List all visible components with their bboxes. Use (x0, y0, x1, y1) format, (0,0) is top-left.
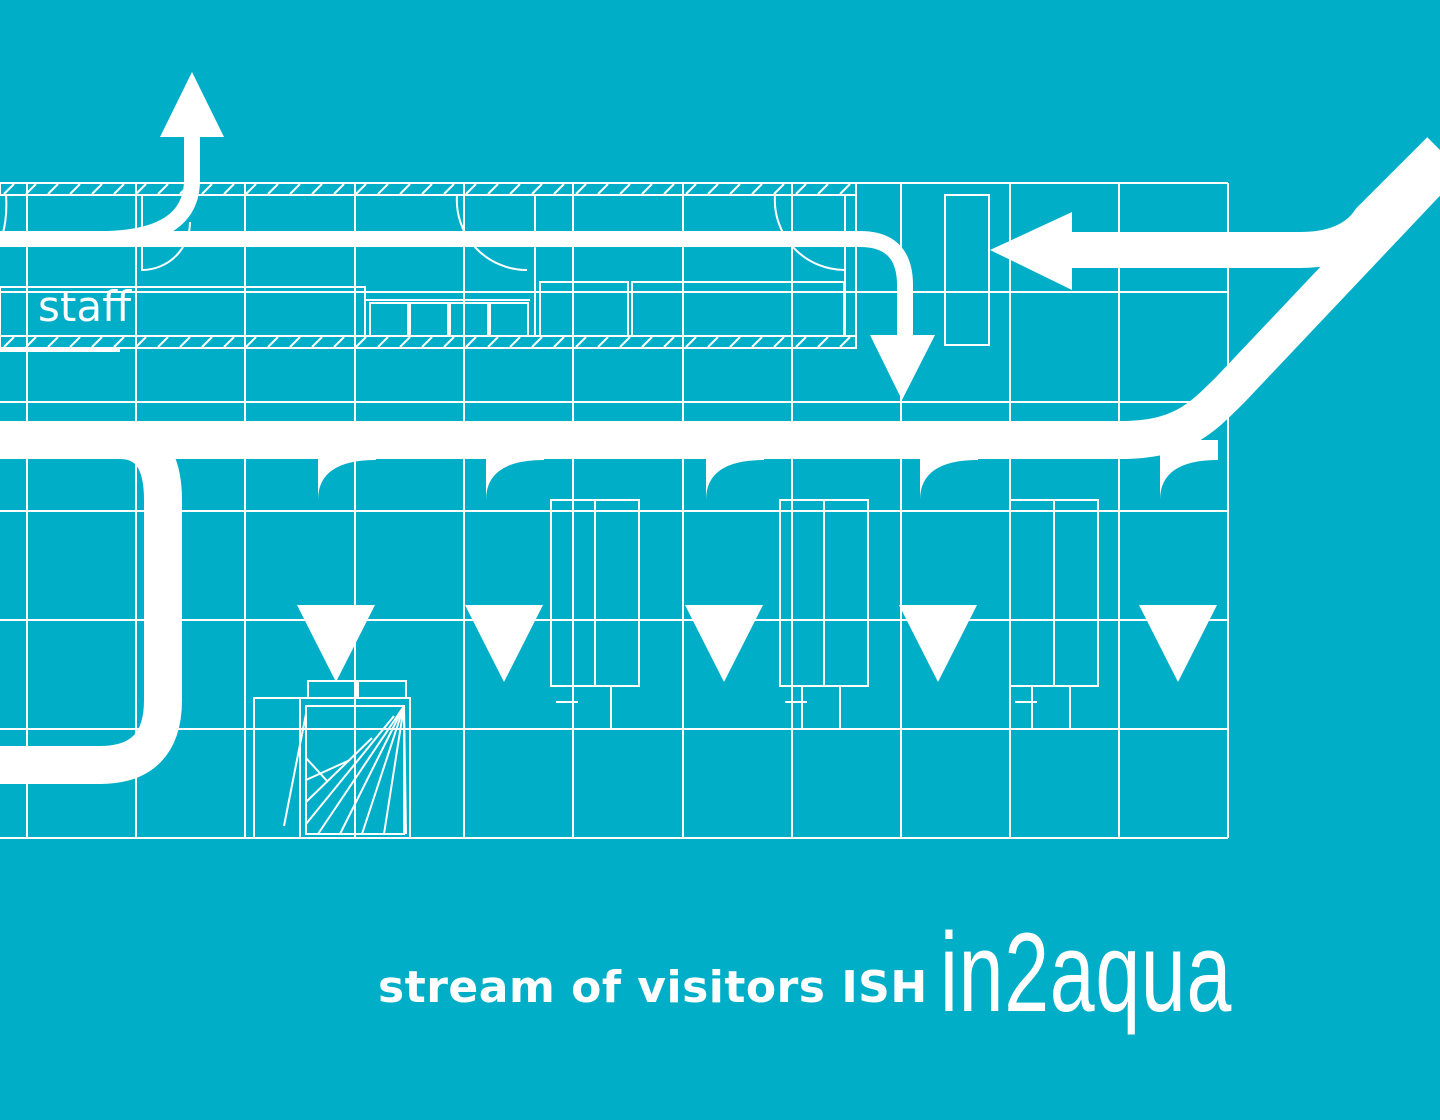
down-arrow-head (899, 605, 977, 682)
down-arrow-stem (706, 440, 764, 606)
in2aqua-logo: in2aqua (940, 910, 1233, 1035)
down-arrow-stem (486, 440, 544, 606)
staff-room-walls (0, 182, 990, 352)
down-arrow-head (465, 605, 543, 682)
fixtures (253, 499, 1099, 839)
down-arrow-head (1139, 605, 1217, 682)
staff-label: staff (38, 282, 132, 331)
down-arrow-stem (920, 440, 978, 606)
down-arrow-stem (318, 440, 376, 606)
down-arrow-head (297, 605, 375, 682)
down-arrow-stem (1160, 440, 1218, 606)
caption-title: stream of visitors ISH (378, 962, 928, 1013)
visitor-flow-arrows (0, 72, 1440, 784)
down-arrow-head (685, 605, 763, 682)
